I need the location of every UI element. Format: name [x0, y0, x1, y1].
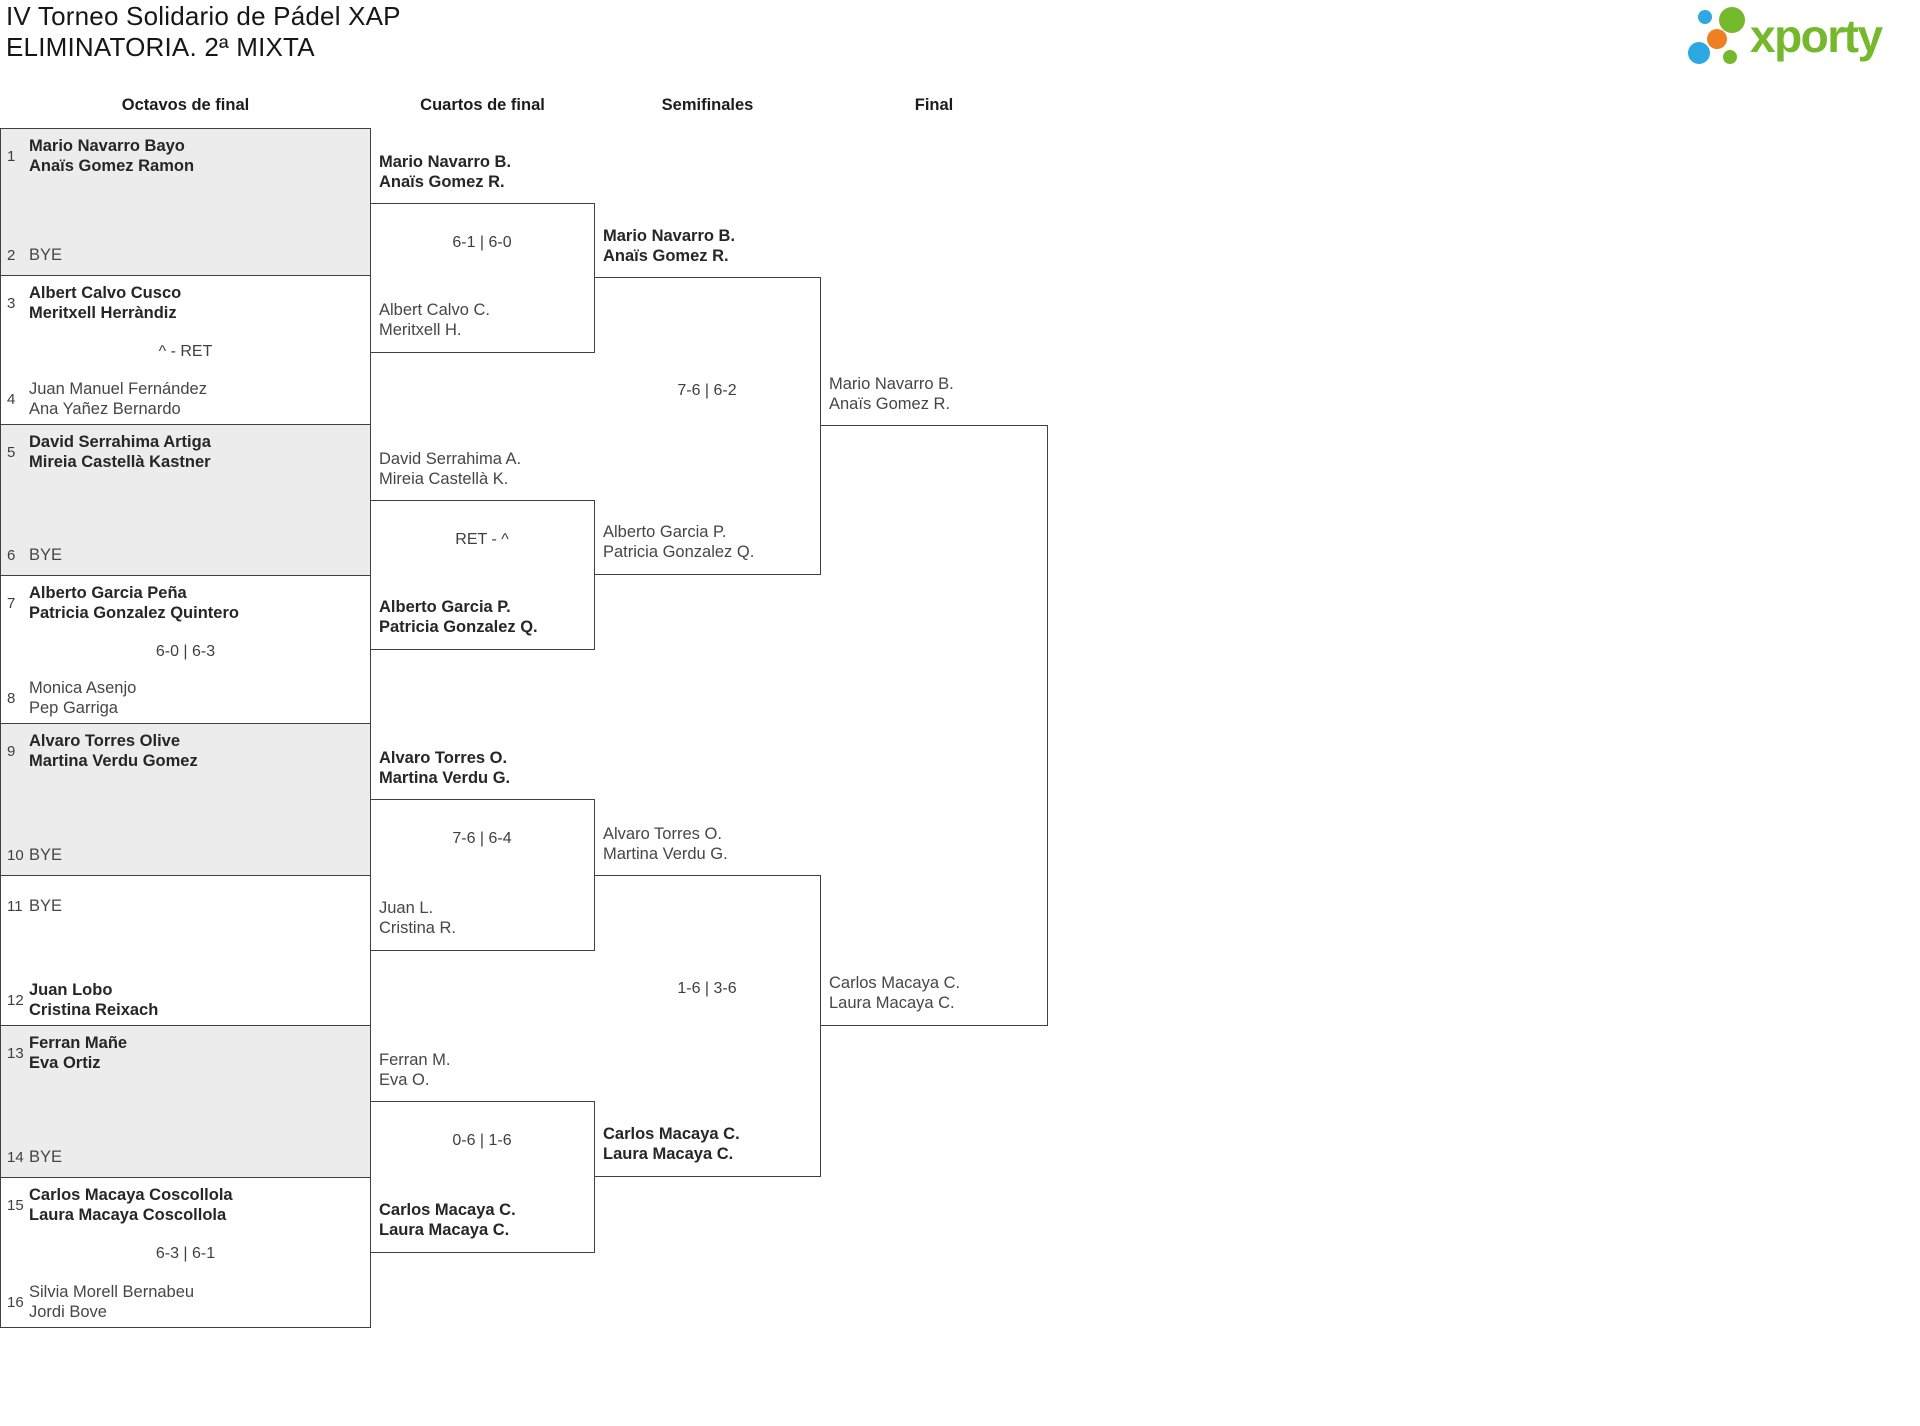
logo-dots-icon: [1688, 7, 1745, 64]
team-names: Albert Calvo C.Meritxell H.: [379, 301, 490, 339]
round-header-semifinales: Semifinales: [661, 96, 754, 114]
team-names: BYE: [29, 897, 63, 915]
team-names: Mario Navarro B.Anaïs Gomez R.: [829, 375, 954, 413]
team-names: Carlos Macaya C.Laura Macaya C.: [829, 974, 961, 1012]
qf-match-2-box: David Serrahima A.Mireia Castellà K. RET…: [370, 450, 595, 650]
team-names: Carlos Macaya C.Laura Macaya C.: [379, 1201, 516, 1239]
match-score: 0-6 | 1-6: [452, 1132, 512, 1149]
r16-entry-seed-6: 6 BYE: [1, 545, 364, 565]
seed-number: 6: [7, 546, 16, 564]
team-names: Alvaro Torres O.Martina Verdu G.: [603, 825, 728, 863]
r16-entry-seed-2: 2 BYE: [1, 245, 364, 265]
team-names: David Serrahima A.Mireia Castellà K.: [379, 450, 522, 488]
seed-number: 15: [7, 1196, 24, 1214]
match-score: ^ - RET: [158, 343, 213, 360]
team-names: Carlos Macaya C.Laura Macaya C.: [603, 1125, 740, 1163]
team-names: Mario Navarro B.Anaïs Gomez R.: [603, 227, 736, 265]
xporty-logo[interactable]: xporty: [1684, 4, 1883, 68]
seed-number: 14: [7, 1148, 24, 1166]
r16-entry-seed-11: 11 BYE: [1, 896, 364, 916]
sf-match-1-box: Mario Navarro B.Anaïs Gomez R. 7-6 | 6-2…: [594, 227, 821, 575]
match-score: 6-0 | 6-3: [155, 643, 216, 660]
seed-number: 12: [7, 991, 24, 1009]
qf-match-1-box: Mario Navarro B.Anaïs Gomez R. 6-1 | 6-0…: [370, 153, 595, 353]
team-names: Mario Navarro B.Anaïs Gomez R.: [379, 153, 512, 191]
team-names: Alvaro Torres O.Martina Verdu G.: [379, 749, 511, 787]
r16-entry-seed-10: 10 BYE: [1, 845, 364, 865]
match-score: RET - ^: [455, 531, 509, 548]
qf-match-3-box: Alvaro Torres O.Martina Verdu G. 7-6 | 6…: [370, 749, 595, 951]
qf-match-4-box: Ferran M.Eva O. 0-6 | 1-6 Carlos Macaya …: [370, 1051, 595, 1253]
logo-wordmark: xporty: [1750, 10, 1883, 62]
seed-number: 10: [7, 846, 24, 864]
final-match-box: Mario Navarro B.Anaïs Gomez R. Carlos Ma…: [820, 375, 1048, 1026]
team-names: BYE: [29, 246, 63, 264]
tournament-name: IV Torneo Solidario de Pádel XAP: [6, 1, 401, 31]
seed-number: 1: [7, 147, 16, 165]
seed-number: 3: [7, 294, 16, 312]
match-score: 7-6 | 6-2: [677, 382, 737, 399]
team-names: Alberto Garcia P.Patricia Gonzalez Q.: [603, 523, 755, 561]
seed-number: 16: [7, 1293, 24, 1311]
team-names: Ferran M.Eva O.: [379, 1051, 451, 1089]
seed-number: 7: [7, 594, 16, 612]
seed-number: 11: [7, 897, 23, 915]
round-header-cuartos: Cuartos de final: [420, 96, 545, 114]
seed-number: 2: [7, 246, 16, 264]
bracket-subtitle: ELIMINATORIA. 2ª MIXTA: [6, 32, 315, 62]
team-names: BYE: [29, 846, 63, 864]
seed-number: 4: [7, 390, 16, 408]
seed-number: 8: [7, 689, 16, 707]
seed-number: 13: [7, 1044, 24, 1062]
team-names: Alberto Garcia P.Patricia Gonzalez Q.: [379, 598, 538, 636]
seed-number: 9: [7, 742, 16, 760]
match-score: 6-1 | 6-0: [452, 234, 512, 251]
r16-entry-seed-14: 14 BYE: [1, 1147, 364, 1167]
sf-match-2-box: Alvaro Torres O.Martina Verdu G. 1-6 | 3…: [594, 825, 821, 1177]
round-header-final: Final: [914, 96, 954, 114]
match-score: 6-3 | 6-1: [155, 1245, 216, 1262]
match-score: 7-6 | 6-4: [452, 830, 512, 847]
seed-number: 5: [7, 443, 16, 461]
team-names: BYE: [29, 546, 63, 564]
team-names: Juan L.Cristina R.: [379, 899, 457, 937]
match-score: 1-6 | 3-6: [677, 980, 737, 997]
round-header-octavos: Octavos de final: [121, 96, 250, 114]
page-title: IV Torneo Solidario de Pádel XAP ELIMINA…: [6, 1, 401, 63]
team-names: BYE: [29, 1148, 63, 1166]
